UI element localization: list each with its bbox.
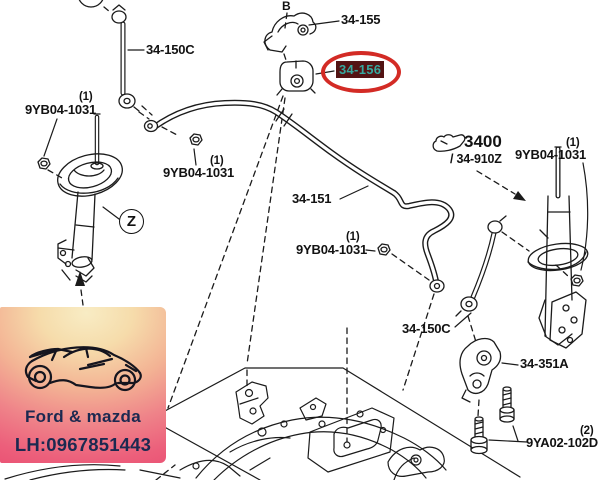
part-label-34-150C-right: 34-150C [402, 321, 451, 336]
stabilizer-bushing-34-156 [276, 60, 316, 96]
bracket-34-351A [459, 337, 502, 403]
figure-ref-part-icon [432, 134, 466, 152]
part-label-34-151: 34-151 [292, 191, 332, 206]
part-label-34-150C-top: 34-150C [146, 42, 195, 57]
qty-label-left: (1) [79, 91, 93, 103]
watermark-brand-text: Ford & mazda [24, 407, 141, 426]
stabilizer-link-right-34-150C [455, 215, 507, 317]
assembly-plane-outline [149, 367, 521, 480]
detail-marker-z: Z [119, 209, 144, 234]
part-label-9YA02-102D: 9YA02-102D [526, 435, 598, 450]
view-marker-b: B [282, 0, 291, 13]
part-label-9YB04-1031-center: 9YB04-1031 [296, 242, 367, 257]
sports-car-icon [24, 346, 142, 392]
part-label-34-351A: 34-351A [520, 356, 569, 371]
watermark-badge: Ford & mazda LH:0967851443 [0, 307, 166, 463]
part-label-34-155: 34-155 [341, 12, 381, 27]
red-ellipse-annotation [321, 51, 401, 93]
part-label-34-156-highlighted[interactable]: 34-156 [336, 61, 385, 78]
nut-left-9YB04-1031 [37, 157, 51, 170]
label-leader-lines [43, 20, 589, 443]
front-strut-right [527, 146, 589, 349]
watermark-phone-text: LH:0967851443 [14, 434, 152, 455]
part-label-9YB04-1031-mid: 9YB04-1031 [163, 165, 234, 180]
bolt-9YA02-102D-a [470, 416, 488, 455]
figure-ref-number: 3400 [464, 132, 502, 151]
front-strut-left [57, 113, 123, 283]
bolt-9YA02-102D-b [499, 386, 515, 423]
qty-label-mid: (1) [210, 155, 224, 167]
nut-center-9YB04-1031 [377, 243, 391, 256]
qty-label-right: (1) [566, 137, 580, 149]
stabilizer-link-top-left-34-150C [78, 0, 140, 112]
stabilizer-bar-34-151 [143, 99, 455, 293]
detail-marker-z-letter: Z [126, 213, 137, 230]
part-label-9YB04-1031-right: 9YB04-1031 [515, 147, 586, 162]
nut-right-9YB04-1031 [570, 274, 584, 287]
qty-label-center: (1) [346, 231, 360, 243]
subframe-crossmember [4, 381, 447, 480]
figure-ref-part: / 34-910Z [450, 152, 502, 166]
part-label-9YB04-1031-left: 9YB04-1031 [25, 102, 96, 117]
nut-mid-9YB04-1031 [189, 133, 203, 146]
qty-label-bolts: (2) [580, 425, 594, 437]
stabilizer-clamp-34-155 [263, 12, 317, 53]
